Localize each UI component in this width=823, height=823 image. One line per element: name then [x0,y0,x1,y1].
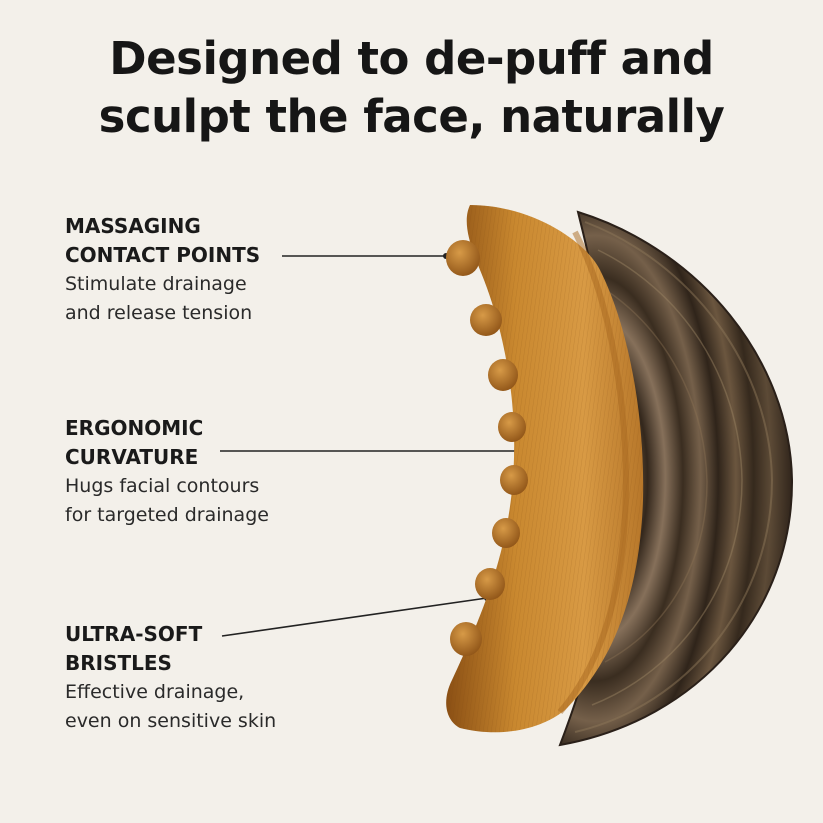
feature-title-line: CURVATURE [65,445,199,469]
callout-line-bristles [221,597,488,637]
feature-title-line: ULTRA-SOFT [65,622,203,646]
headline-line-1: Designed to de-puff and [109,32,714,85]
feature-description-line: Stimulate drainage [65,273,247,295]
feature-description-line: and release tension [65,302,253,324]
feature-description-line: Effective drainage, [65,681,245,703]
feature-ultra-soft-bristles: ULTRA-SOFT BRISTLES Effective drainage, … [65,620,325,736]
feature-description-line: for targeted drainage [65,504,269,526]
feature-title-line: CONTACT POINTS [65,243,261,267]
nub [446,240,480,276]
nub [498,412,526,442]
nub [492,518,520,548]
nub [475,568,505,600]
nub [470,304,502,336]
nub [500,465,528,495]
nub [488,359,518,391]
massaging-nubs [446,240,528,656]
feature-title-line: ERGONOMIC [65,416,204,440]
feature-description-line: even on sensitive skin [65,710,277,732]
feature-description-line: Hugs facial contours [65,475,260,497]
headline-line-2: sculpt the face, naturally [98,90,725,143]
nub [450,622,482,656]
feature-title-line: BRISTLES [65,651,172,675]
feature-ergonomic-curvature: ERGONOMIC CURVATURE Hugs facial contours… [65,414,325,530]
headline: Designed to de-puff and sculpt the face,… [0,30,823,146]
feature-massaging-contact-points: MASSAGING CONTACT POINTS Stimulate drain… [65,212,325,328]
bristle-head [446,205,644,733]
feature-title-line: MASSAGING [65,214,201,238]
